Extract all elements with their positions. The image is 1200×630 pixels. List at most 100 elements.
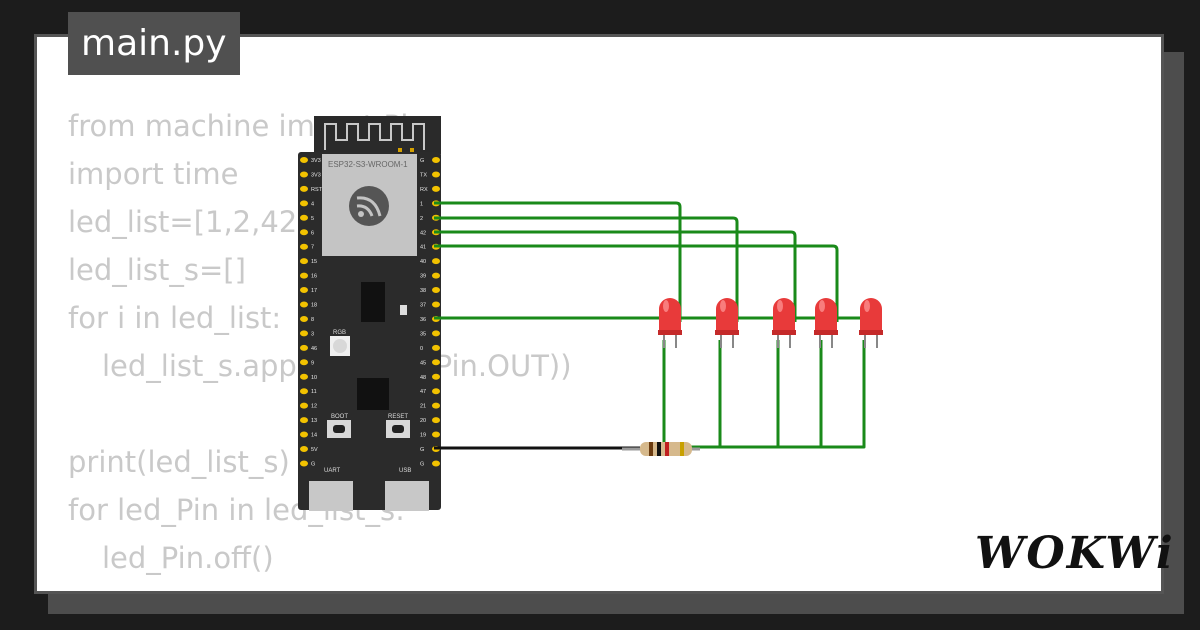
code-line: led_Pin.off() (102, 541, 274, 575)
pin-label: 47 (420, 389, 426, 395)
pin-header (432, 330, 440, 337)
pin-header (300, 359, 308, 366)
wire-pin1 (434, 201, 682, 322)
pin-label: 6 (311, 230, 314, 236)
pin-header (432, 460, 440, 467)
pin-label: 13 (311, 418, 317, 424)
pin-header (300, 243, 308, 250)
pin-header (300, 157, 308, 163)
pin-label: 37 (420, 303, 426, 309)
red-led[interactable] (859, 298, 883, 348)
pin-label: 10 (311, 375, 317, 381)
pin-label: 40 (420, 259, 426, 265)
pin-label: 5 (311, 216, 314, 222)
pin-label: 5V (311, 447, 318, 453)
pin-header (300, 214, 308, 221)
pin-header (300, 200, 308, 207)
smd-component (400, 305, 407, 315)
pin-header (300, 229, 308, 236)
wire-pin42 (434, 230, 797, 322)
pin-label: 0 (420, 346, 423, 352)
usb-port (385, 481, 429, 511)
espressif-logo-icon (349, 186, 389, 226)
pin-header (432, 258, 440, 265)
esp32-s3-board[interactable]: ESP32-S3-WROOM-1 RGB BOOT RESET UART USB (298, 152, 441, 511)
pin-label: G (420, 158, 424, 164)
pin-header (432, 272, 440, 279)
pin-label: G (311, 461, 315, 467)
pin-label: G (420, 447, 424, 453)
pin-label: 41 (420, 245, 426, 251)
code-line: for i in led_list: (68, 301, 282, 335)
wokwi-logo: WOKWi (975, 528, 1175, 579)
pin-header (300, 460, 308, 467)
pin-label: 8 (311, 317, 314, 323)
red-led[interactable] (814, 298, 838, 348)
red-led[interactable] (715, 298, 739, 348)
wire-pin2 (434, 216, 739, 322)
pin-header (300, 373, 308, 380)
wire-cathode-bus (662, 340, 866, 449)
pin-header (432, 373, 440, 380)
pin-header (432, 301, 440, 308)
code-preview: from machine import Pin import time led_… (68, 102, 572, 582)
pin-header (300, 301, 308, 308)
wire-pin41 (434, 244, 839, 322)
pin-label: 9 (311, 360, 314, 366)
pin-header (300, 417, 308, 424)
pin-label: 36 (420, 317, 426, 323)
resistor[interactable] (622, 442, 700, 456)
pin-label: 21 (420, 404, 426, 410)
pin-label: 2 (420, 216, 423, 222)
pin-header (432, 287, 440, 294)
pin-label: 15 (311, 259, 317, 265)
pin-header (432, 417, 440, 424)
red-led[interactable] (658, 298, 682, 348)
code-line: import time (68, 157, 239, 191)
pin-label: 35 (420, 331, 426, 337)
pin-label: 42 (420, 230, 426, 236)
uart-label: UART (324, 468, 341, 474)
pin-label: RST (311, 187, 323, 193)
code-line: from machine import Pin (68, 109, 427, 143)
usb-chip (357, 378, 389, 410)
pin-label: G (420, 461, 424, 467)
chip (361, 282, 385, 322)
pin-header (432, 185, 440, 192)
pin-header (300, 402, 308, 409)
pin-header (300, 272, 308, 279)
pin-header (300, 315, 308, 322)
pin-label: 38 (420, 288, 426, 294)
project-card (34, 34, 1164, 594)
boot-label: BOOT (331, 414, 348, 420)
pin-label: 12 (311, 404, 317, 410)
pin-label: 16 (311, 274, 317, 280)
pin-header (300, 171, 308, 178)
antenna (314, 116, 441, 154)
pin-label: 19 (420, 433, 426, 439)
pin-header (432, 388, 440, 395)
pin-label: TX (420, 172, 427, 178)
pin-header (432, 431, 440, 438)
pin-label: 14 (311, 433, 317, 439)
pin-header (300, 258, 308, 265)
file-tab[interactable]: main.py (68, 12, 240, 75)
pin-header (300, 446, 308, 452)
board-pins: 3V33V3RST4567151617188346910111213145VGG… (300, 157, 440, 467)
pin-header (300, 344, 308, 351)
pin-header (300, 185, 308, 192)
pin-label: 48 (420, 375, 426, 381)
red-led[interactable] (772, 298, 796, 348)
pin-header (432, 344, 440, 351)
pin-header (432, 402, 440, 409)
pin-header (432, 157, 440, 163)
wires (434, 201, 880, 450)
pin-label: 20 (420, 418, 426, 424)
pin-label: 46 (311, 346, 317, 352)
pin-header (432, 171, 440, 178)
pin-header (300, 388, 308, 395)
rgb-label: RGB (333, 330, 346, 336)
code-line: print(led_list_s) (68, 445, 290, 479)
pin-label: 45 (420, 360, 426, 366)
